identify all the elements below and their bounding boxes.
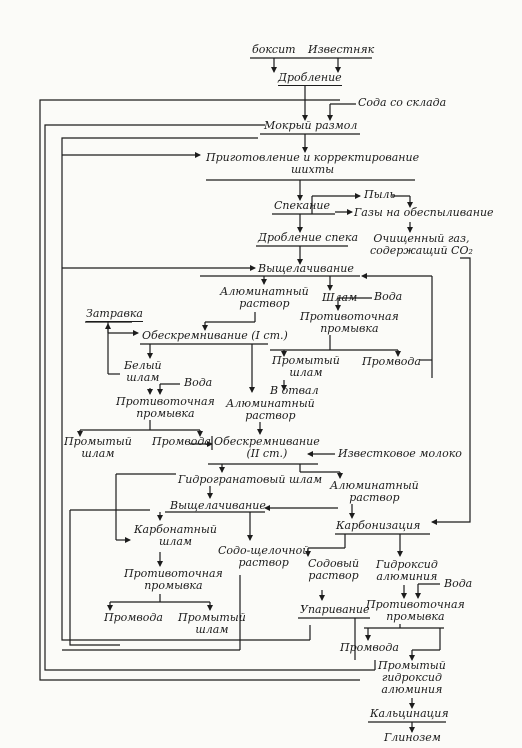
node-promvoda1: Промвода — [362, 355, 421, 368]
node-drob-speka: Дробление спека — [258, 231, 359, 244]
node-gidroksid: Гидроксид алюминия — [376, 558, 438, 583]
node-promvoda4: Промвода — [340, 641, 399, 654]
node-droblenie: Дробление — [278, 71, 342, 86]
node-voda3: Вода — [444, 577, 473, 590]
node-obeskr1: Обескремнивание (I ст.) — [142, 329, 288, 342]
node-sodovy: Содовый раствор — [308, 557, 360, 582]
node-alum-rastvor2: Алюминатный раствор — [226, 397, 315, 422]
node-protiv2: Противоточная промывка — [116, 395, 215, 420]
node-prigotovlenie: Приготовление и корректирование шихты — [206, 151, 420, 176]
node-promvoda3: Промвода — [104, 611, 163, 624]
node-promyty-shlam3: Промытый шлам — [178, 611, 246, 636]
node-kalcinaciya: Кальцинация — [370, 707, 449, 720]
node-vyshel2: Выщелачивание — [170, 499, 266, 512]
node-protiv3: Противоточная промывка — [124, 567, 223, 592]
node-gazy: Газы на обеспыливание — [354, 206, 494, 219]
node-boksit: боксит — [252, 43, 296, 56]
node-soda-shchel: Содо-щелочной раствор — [218, 544, 310, 569]
node-v-otval: В отвал — [270, 384, 319, 397]
node-pyl: Пыль — [364, 188, 396, 201]
node-soda-sklad: Сода со склада — [358, 96, 447, 109]
node-promyty-gidroksid: Промытый гидроксид алюминия — [378, 659, 446, 696]
node-alum-rastvor1: Алюминатный раствор — [220, 285, 309, 310]
node-alum-rastvor3: Алюминатный раствор — [330, 479, 419, 504]
node-karbonizaciya: Карбонизация — [336, 519, 421, 532]
node-spekanie: Спекание — [274, 199, 330, 212]
node-karbonat-shlam: Карбонатный шлам — [134, 523, 217, 548]
node-mokry-razmol: Мокрый размол — [264, 119, 358, 132]
node-glinozem: Глинозем — [384, 731, 441, 744]
node-voda2: Вода — [184, 376, 213, 389]
node-uparivanie: Упаривание — [300, 603, 370, 616]
node-voda1: Вода — [374, 290, 403, 303]
node-promyty-shlam1: Промытый шлам — [272, 354, 340, 379]
node-obeskr2: Обескремнивание (II ст.) — [214, 435, 320, 460]
node-ochish-gaz: Очищенный газ, содержащий CO₂ — [370, 232, 473, 257]
node-bely-shlam: Белый шлам — [124, 359, 162, 384]
node-izvestnyak: Известняк — [308, 43, 375, 56]
node-gidrogr: Гидрогранатовый шлам — [178, 473, 323, 486]
node-zatravka: Затравка — [86, 307, 143, 322]
node-protiv4: Противоточная промывка — [366, 598, 465, 623]
node-izv-moloko: Известковое молоко — [338, 447, 462, 460]
node-shlam: Шлам — [322, 291, 358, 304]
node-promyty-shlam2: Промытый шлам — [64, 435, 132, 460]
node-vyshel1: Выщелачивание — [258, 262, 354, 275]
node-promvoda2: Промвода — [152, 435, 211, 448]
node-protiv1: Противоточная промывка — [300, 310, 399, 335]
